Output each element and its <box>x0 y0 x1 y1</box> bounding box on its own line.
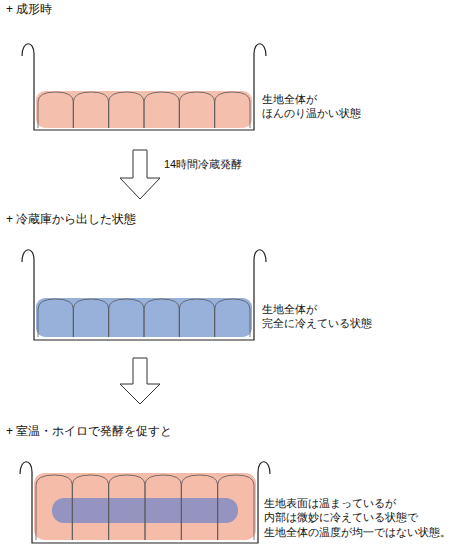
bread-roll <box>145 475 181 540</box>
bread-roll <box>144 299 179 337</box>
bread-roll <box>179 92 214 128</box>
stage-heading: + 冷蔵庫から出した状態 <box>6 212 136 228</box>
state-note: 生地全体が 完全に冷えている状態 <box>262 302 374 331</box>
warm-surface-dough <box>34 473 256 540</box>
bread-roll <box>73 92 108 128</box>
baking-pan <box>22 44 266 130</box>
bread-roll <box>38 92 73 128</box>
baking-pan <box>20 462 270 543</box>
bread-roll <box>215 92 250 128</box>
down-arrow <box>120 150 160 199</box>
bread-roll <box>109 92 144 128</box>
bread-roll <box>72 475 108 540</box>
state-note: 生地全体が ほんのり温かい状態 <box>262 92 370 121</box>
stage-heading: + 成形時 <box>6 2 52 18</box>
bread-roll <box>218 475 254 540</box>
stage-heading: + 室温・ホイロで発酵を促すと <box>6 424 172 440</box>
state-note: 生地表面は温まっているが 内部は微妙に冷えている状態で 生地全体の温度が均一では… <box>264 496 456 539</box>
bread-roll <box>109 299 144 337</box>
arrow-label: 14時間冷蔵発酵 <box>164 157 242 171</box>
warm-dough <box>36 91 252 128</box>
bread-roll <box>179 299 214 337</box>
cold-dough <box>36 298 252 337</box>
bread-roll <box>36 475 72 540</box>
bread-roll <box>144 92 179 128</box>
bread-roll <box>181 475 217 540</box>
bread-roll <box>109 475 145 540</box>
baking-pan <box>22 250 266 340</box>
bread-roll <box>73 299 108 337</box>
bread-roll <box>215 299 250 337</box>
bread-roll <box>38 299 73 337</box>
down-arrow <box>120 358 160 404</box>
